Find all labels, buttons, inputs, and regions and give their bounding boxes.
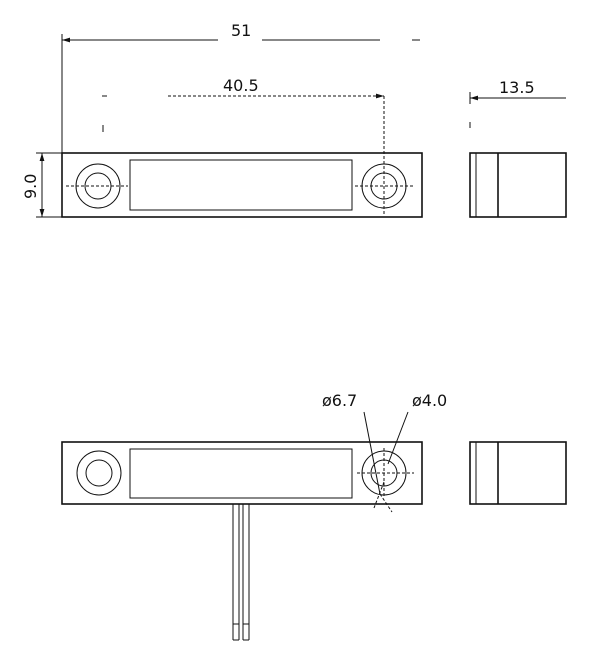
bottom-front-view: [61, 441, 423, 505]
dimension-overall-length: 51: [61, 21, 420, 153]
outer-diameter-label: ø6.7: [322, 391, 357, 410]
overall-length-label: 51: [231, 21, 251, 40]
height-label: 9.0: [21, 174, 40, 199]
diameter-callouts: ø6.7 ø4.0: [322, 391, 447, 513]
bottom-side-view: [469, 441, 567, 505]
depth-label: 13.5: [499, 78, 535, 97]
lead-wires: [232, 504, 250, 641]
top-front-view: [61, 96, 423, 218]
inner-diameter-label: ø4.0: [412, 391, 447, 410]
dimension-depth: 13.5: [469, 78, 566, 128]
top-side-view: [469, 152, 567, 218]
dimension-height: 9.0: [21, 152, 62, 218]
hole-spacing-label: 40.5: [223, 76, 259, 95]
dimension-hole-spacing: 40.5: [102, 76, 384, 132]
